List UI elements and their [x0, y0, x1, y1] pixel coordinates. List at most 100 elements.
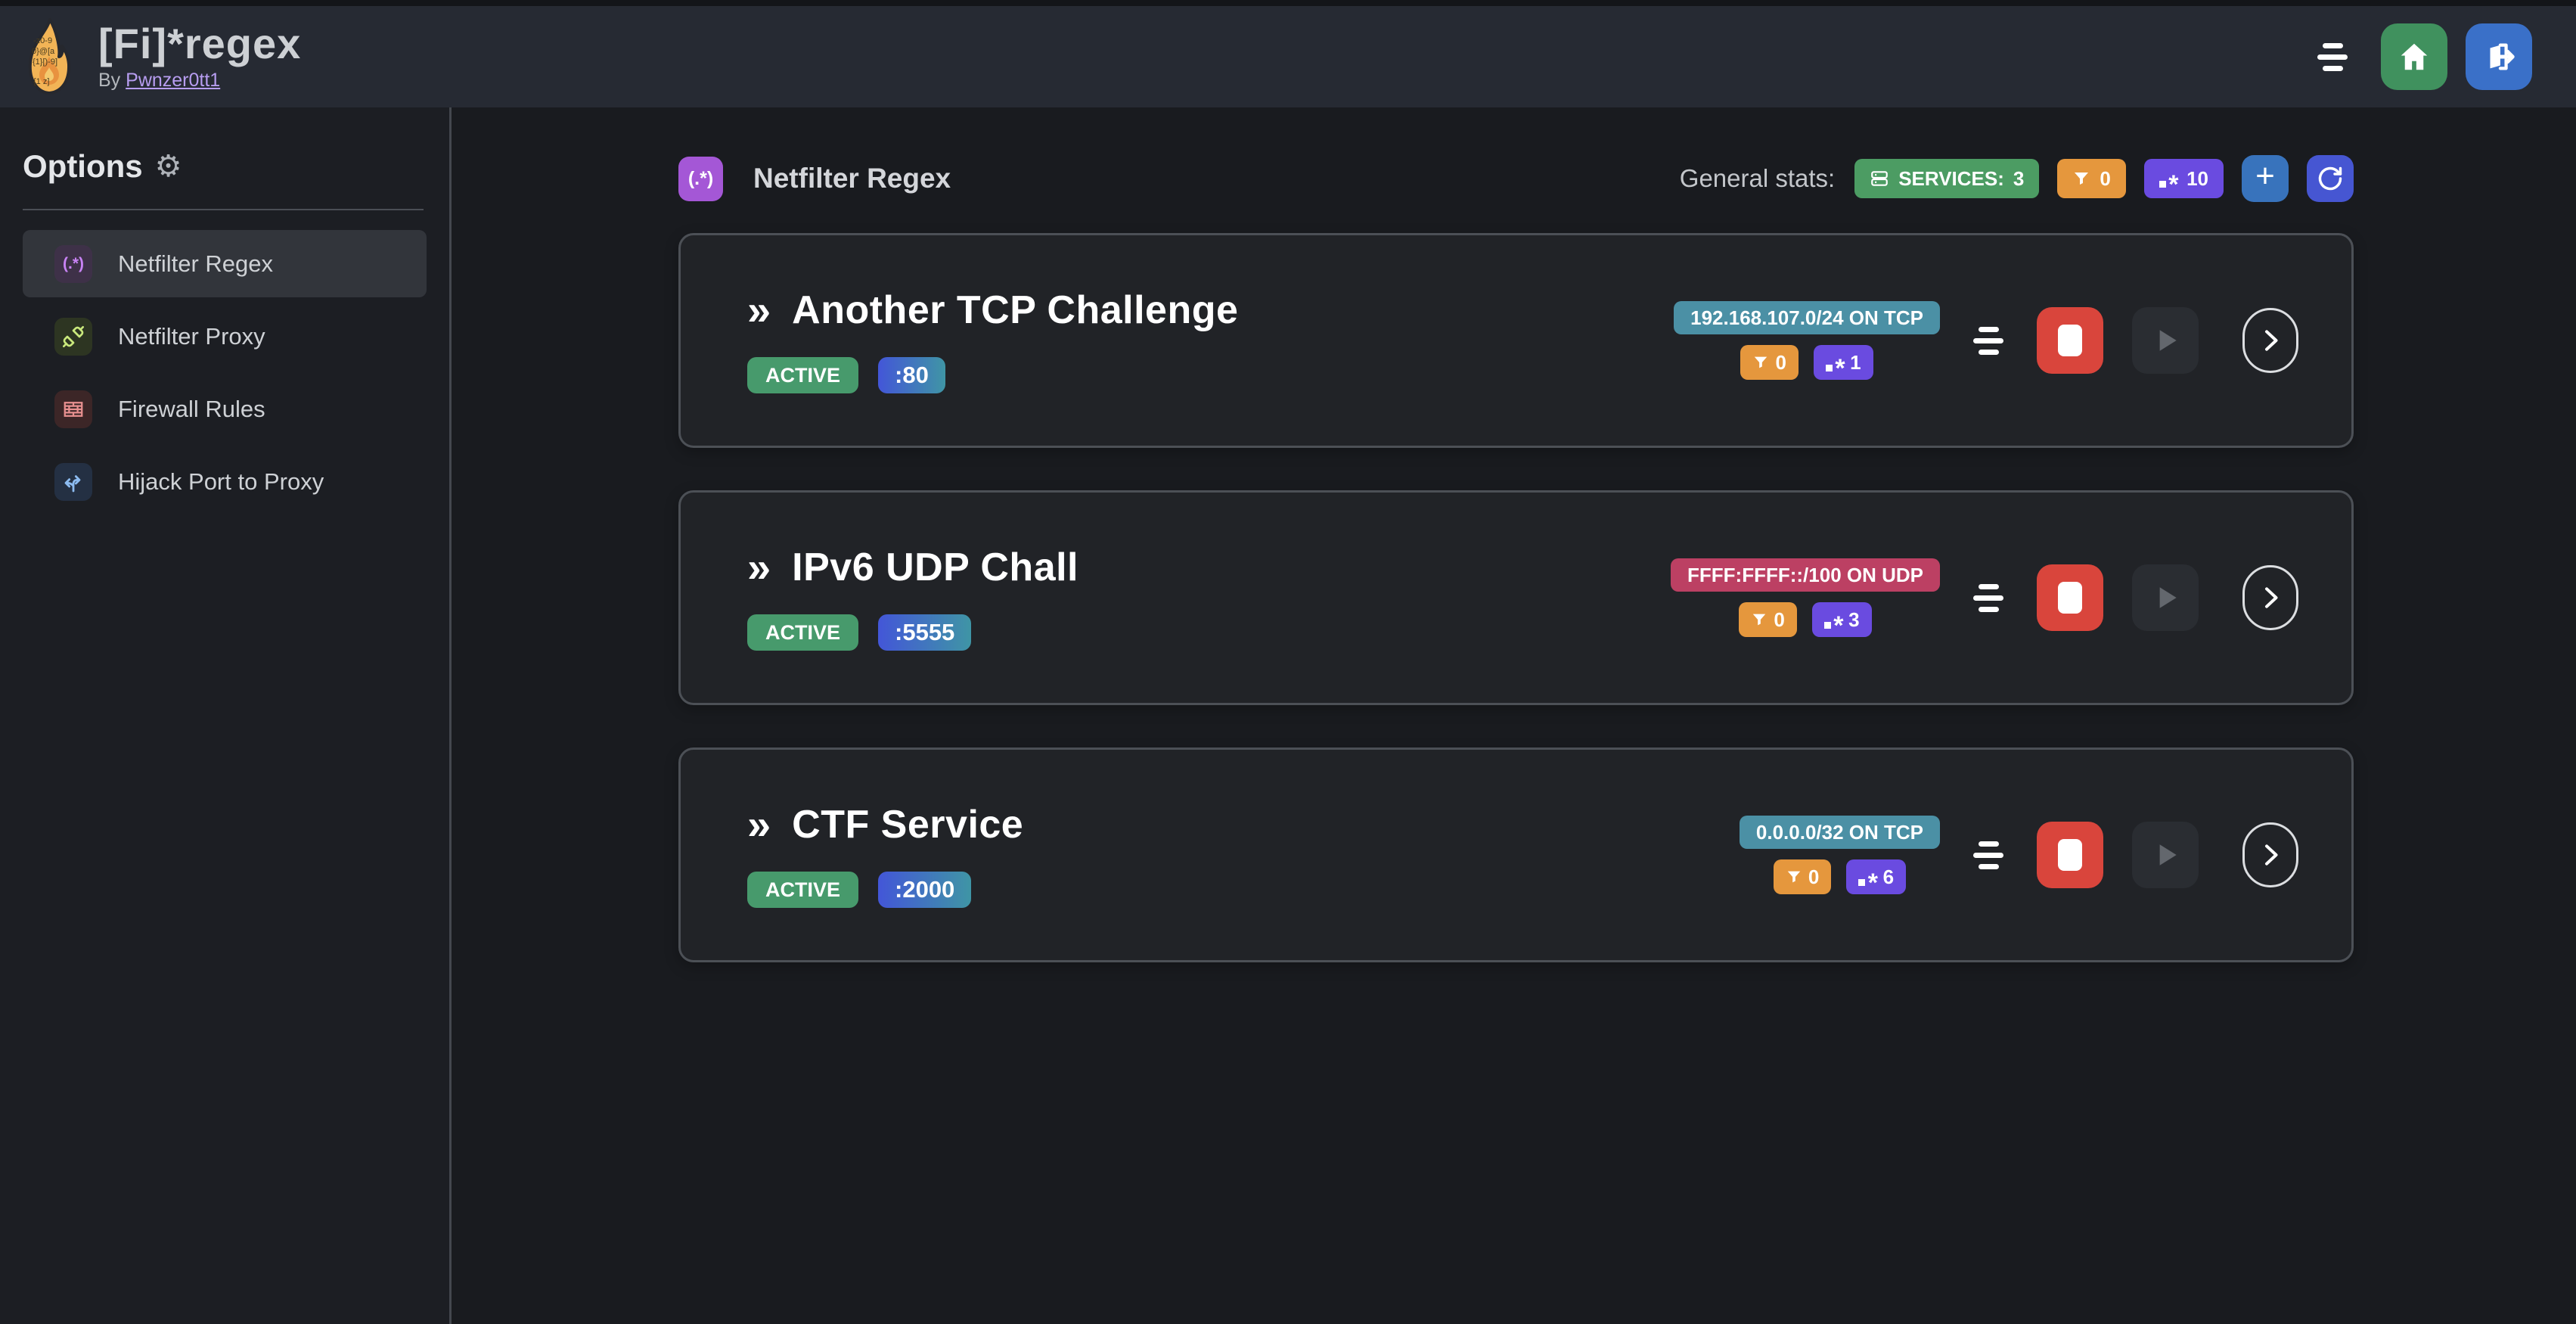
add-service-button[interactable]: +	[2242, 155, 2289, 202]
filter-icon	[1751, 611, 1768, 628]
firewall-icon	[54, 390, 92, 428]
plug-icon	[54, 317, 92, 356]
app-title: [Fi]*regex	[98, 20, 302, 68]
service-regex-badge: * 6	[1846, 859, 1907, 896]
sidebar-item-label: Netfilter Proxy	[118, 322, 265, 350]
network-info: 192.168.107.0/24 ON TCP 0 * 1	[1674, 301, 1940, 381]
window-top-edge	[0, 0, 2576, 6]
brand: [Fi]*regex By Pwnzer0tt1	[98, 20, 302, 92]
network-info: FFFF:FFFF::/100 ON UDP 0 * 3	[1671, 558, 1940, 639]
regex-dot-star-icon: *	[2159, 166, 2177, 197]
page-title: Netfilter Regex	[753, 163, 951, 194]
stop-icon	[2058, 325, 2082, 356]
service-name: IPv6 UDP Chall	[792, 545, 1079, 589]
service-name: CTF Service	[792, 803, 1024, 847]
subnet-badge: 192.168.107.0/24 ON TCP	[1674, 301, 1940, 334]
filter-icon	[1786, 869, 1802, 885]
sidebar-nav: (.*) Netfilter Regex Netfilter Proxy Fir…	[23, 230, 427, 515]
chevrons-right-icon: »	[747, 800, 771, 848]
service-regex-badge: * 1	[1813, 345, 1873, 381]
general-stats: General stats: SERVICES: 3 0	[1680, 155, 2354, 202]
subnet-badge: 0.0.0.0/32 ON TCP	[1739, 816, 1940, 849]
open-service-button[interactable]	[2242, 822, 2298, 887]
regex-icon: (.*)	[678, 156, 723, 201]
start-service-button[interactable]	[2132, 564, 2199, 631]
open-service-button[interactable]	[2242, 308, 2298, 373]
refresh-button[interactable]	[2307, 155, 2354, 202]
open-service-button[interactable]	[2242, 565, 2298, 630]
port-badge: :2000	[878, 872, 972, 908]
author-link[interactable]: Pwnzer0tt1	[126, 69, 221, 91]
service-name: Another TCP Challenge	[792, 288, 1239, 332]
service-info: » Another TCP Challenge ACTIVE :80	[747, 287, 1674, 393]
sidebar-item-firewall-rules[interactable]: Firewall Rules	[23, 375, 427, 443]
service-filters-badge: 0	[1773, 859, 1832, 894]
svg-text:0}@[a: 0}@[a	[32, 47, 55, 56]
stop-icon	[2058, 839, 2082, 871]
service-menu-icon[interactable]	[1973, 326, 2003, 355]
navbar: -z0-9 0}@[a {1}[)-9] {1 z] [Fi]*regex By…	[0, 6, 2576, 107]
main-header: (.*) Netfilter Regex General stats: SERV…	[678, 155, 2354, 202]
chevrons-right-icon: »	[747, 543, 771, 591]
status-badge: ACTIVE	[747, 614, 859, 651]
service-filters-badge: 0	[1740, 345, 1799, 380]
sidebar-item-netfilter-proxy[interactable]: Netfilter Proxy	[23, 303, 427, 370]
service-filters-badge: 0	[1739, 602, 1797, 637]
status-badge: ACTIVE	[747, 357, 859, 393]
stop-service-button[interactable]	[2037, 822, 2103, 888]
play-icon	[2149, 838, 2182, 872]
service-list: » Another TCP Challenge ACTIVE :80 192.1…	[678, 233, 2354, 962]
regex-icon: (.*)	[54, 244, 92, 283]
sidebar: Options ⚙ (.*) Netfilter Regex Netfilter…	[0, 107, 452, 1324]
sidebar-item-netfilter-regex[interactable]: (.*) Netfilter Regex	[23, 230, 427, 297]
home-icon	[2397, 39, 2432, 74]
filters-count-badge: 0	[2057, 159, 2126, 198]
server-icon	[1870, 169, 1889, 188]
regex-dot-star-icon: *	[1858, 864, 1877, 896]
refresh-icon	[2317, 165, 2344, 192]
service-controls: FFFF:FFFF::/100 ON UDP 0 * 3	[1671, 558, 2298, 639]
service-card: » IPv6 UDP Chall ACTIVE :5555 FFFF:FFFF:…	[678, 490, 2354, 705]
stats-label: General stats:	[1679, 164, 1836, 192]
regex-dot-star-icon: *	[1823, 607, 1842, 639]
chevron-right-icon	[2255, 840, 2286, 870]
gear-icon: ⚙	[154, 150, 182, 183]
home-button[interactable]	[2381, 23, 2447, 90]
stop-icon	[2058, 582, 2082, 614]
filter-icon	[1752, 354, 1769, 371]
stop-service-button[interactable]	[2037, 564, 2103, 631]
start-service-button[interactable]	[2132, 822, 2199, 888]
svg-text:{1}[)-9]: {1}[)-9]	[33, 57, 57, 67]
start-service-button[interactable]	[2132, 307, 2199, 374]
sidebar-item-label: Hijack Port to Proxy	[118, 468, 324, 495]
port-badge: :5555	[878, 614, 972, 651]
play-icon	[2149, 324, 2182, 357]
svg-text:-z0-9: -z0-9	[33, 36, 52, 45]
service-controls: 192.168.107.0/24 ON TCP 0 * 1	[1674, 301, 2298, 381]
subnet-badge: FFFF:FFFF::/100 ON UDP	[1671, 558, 1940, 592]
stop-service-button[interactable]	[2037, 307, 2103, 374]
service-card: » Another TCP Challenge ACTIVE :80 192.1…	[678, 233, 2354, 448]
fork-icon	[54, 462, 92, 501]
sidebar-divider	[23, 209, 424, 210]
logout-button[interactable]	[2466, 23, 2532, 90]
service-card: » CTF Service ACTIVE :2000 0.0.0.0/32 ON…	[678, 747, 2354, 962]
svg-text:{1 z]: {1 z]	[33, 77, 49, 86]
sidebar-item-label: Firewall Rules	[118, 395, 265, 422]
service-menu-icon[interactable]	[1973, 583, 2003, 612]
sidebar-item-hijack-port-to-proxy[interactable]: Hijack Port to Proxy	[23, 448, 427, 515]
services-count-badge: SERVICES: 3	[1854, 159, 2040, 198]
network-info: 0.0.0.0/32 ON TCP 0 * 6	[1739, 816, 1940, 896]
menu-icon[interactable]	[2317, 42, 2348, 71]
port-badge: :80	[878, 357, 945, 393]
service-info: » IPv6 UDP Chall ACTIVE :5555	[747, 545, 1671, 651]
byline: By Pwnzer0tt1	[98, 69, 221, 91]
chevron-right-icon	[2255, 325, 2286, 356]
service-controls: 0.0.0.0/32 ON TCP 0 * 6	[1739, 816, 2298, 896]
flame-logo-icon: -z0-9 0}@[a {1}[)-9] {1 z]	[23, 17, 76, 96]
service-menu-icon[interactable]	[1973, 841, 2003, 869]
service-regex-badge: * 3	[1811, 602, 1872, 639]
chevrons-right-icon: »	[747, 286, 771, 334]
sidebar-heading: Options ⚙	[23, 148, 182, 184]
filter-icon	[2072, 169, 2090, 188]
